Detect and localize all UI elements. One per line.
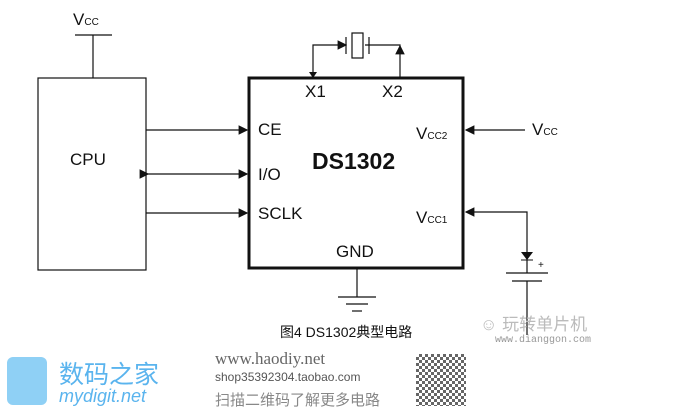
site-url: www.haodiy.net (215, 349, 326, 368)
cpu-label: CPU (70, 150, 106, 169)
house-logo-icon (7, 357, 47, 405)
pin-gnd: GND (336, 242, 374, 261)
brand-url: mydigit.net (59, 386, 147, 406)
qr-code (416, 354, 466, 406)
diode (521, 252, 533, 260)
battery-plus: + (538, 260, 544, 271)
wechat-url: www.dianggon.com (495, 335, 592, 346)
wechat-icon: ☺ (480, 315, 503, 334)
figure-caption: 图4 DS1302典型电路 (280, 324, 413, 340)
pin-vcc2: VCC2 (416, 124, 448, 143)
vcc-right-label: VCC (532, 120, 558, 139)
shop-url: shop35392304.taobao.com (215, 370, 361, 384)
pin-sclk: SCLK (258, 204, 303, 223)
wechat-watermark: ☺ 玩转单片机 (480, 315, 588, 334)
pin-vcc1: VCC1 (416, 208, 448, 227)
pin-ce: CE (258, 120, 282, 139)
scan-text: 扫描二维码了解更多电路 (215, 392, 381, 409)
vcc1-wire (464, 207, 528, 273)
brand-cn: 数码之家 (59, 361, 160, 389)
pin-io: I/O (258, 165, 281, 184)
vcc-top-label: VCC (73, 10, 99, 29)
chip-label: DS1302 (312, 148, 396, 174)
pin-x2: X2 (382, 82, 403, 101)
cpu-box (37, 77, 147, 271)
pin-x1: X1 (305, 82, 326, 101)
ds1302-box (247, 76, 465, 270)
